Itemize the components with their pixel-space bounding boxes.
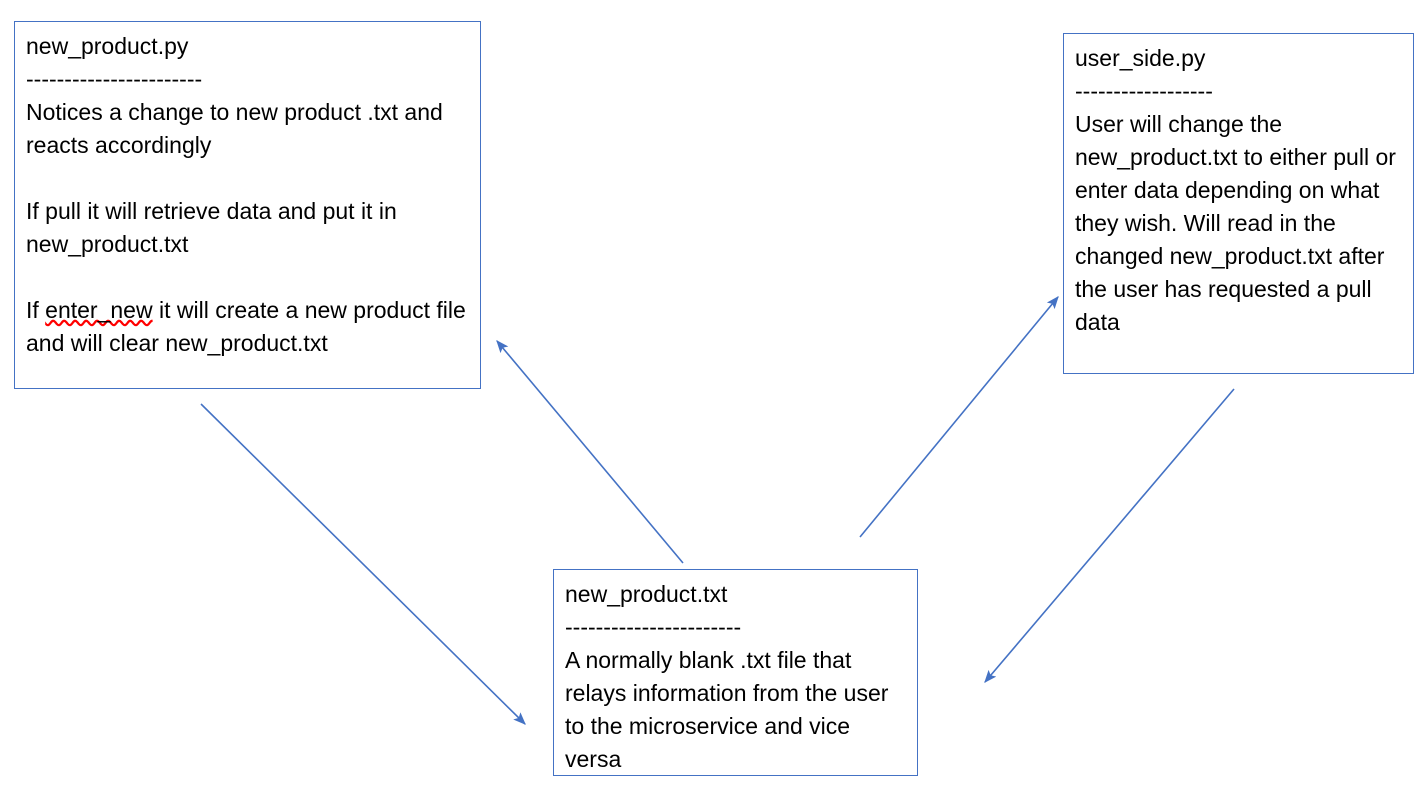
node-paragraph-3: If enter_new it will create a new produc…	[26, 294, 470, 360]
node-paragraph-1: A normally blank .txt file that relays i…	[565, 647, 895, 772]
paragraph-3-prefix: If	[26, 297, 46, 323]
node-rule-new-product-py: -----------------------	[26, 66, 203, 92]
node-paragraph-2: If pull it will retrieve data and put it…	[26, 198, 404, 257]
node-rule-new-product-txt: -----------------------	[565, 614, 742, 640]
node-title-new-product-py: new_product.py	[26, 33, 189, 59]
misspelled-word-enter-new: enter_new	[45, 297, 153, 323]
txt-to-user-side-arrow	[859, 296, 1059, 538]
paragraph-spacer	[26, 261, 470, 294]
node-new-product-txt[interactable]: new_product.txt ----------------------- …	[553, 569, 918, 776]
txt-to-py-arrow	[496, 340, 684, 564]
py-to-txt-arrow	[200, 403, 526, 725]
paragraph-spacer	[26, 162, 470, 195]
node-title-user-side-py: user_side.py	[1075, 45, 1206, 71]
user-side-to-txt-arrow	[984, 388, 1235, 683]
node-title-new-product-txt: new_product.txt	[565, 581, 728, 607]
paragraph-3-suffix: it will create a new product file and wi…	[26, 297, 473, 356]
node-paragraph-1: Notices a change to new product .txt and…	[26, 99, 450, 158]
node-new-product-py[interactable]: new_product.py ----------------------- N…	[14, 21, 481, 389]
node-paragraph-1: User will change the new_product.txt to …	[1075, 111, 1403, 335]
node-user-side-py[interactable]: user_side.py ------------------ User wil…	[1063, 33, 1414, 374]
node-rule-user-side-py: ------------------	[1075, 78, 1213, 104]
